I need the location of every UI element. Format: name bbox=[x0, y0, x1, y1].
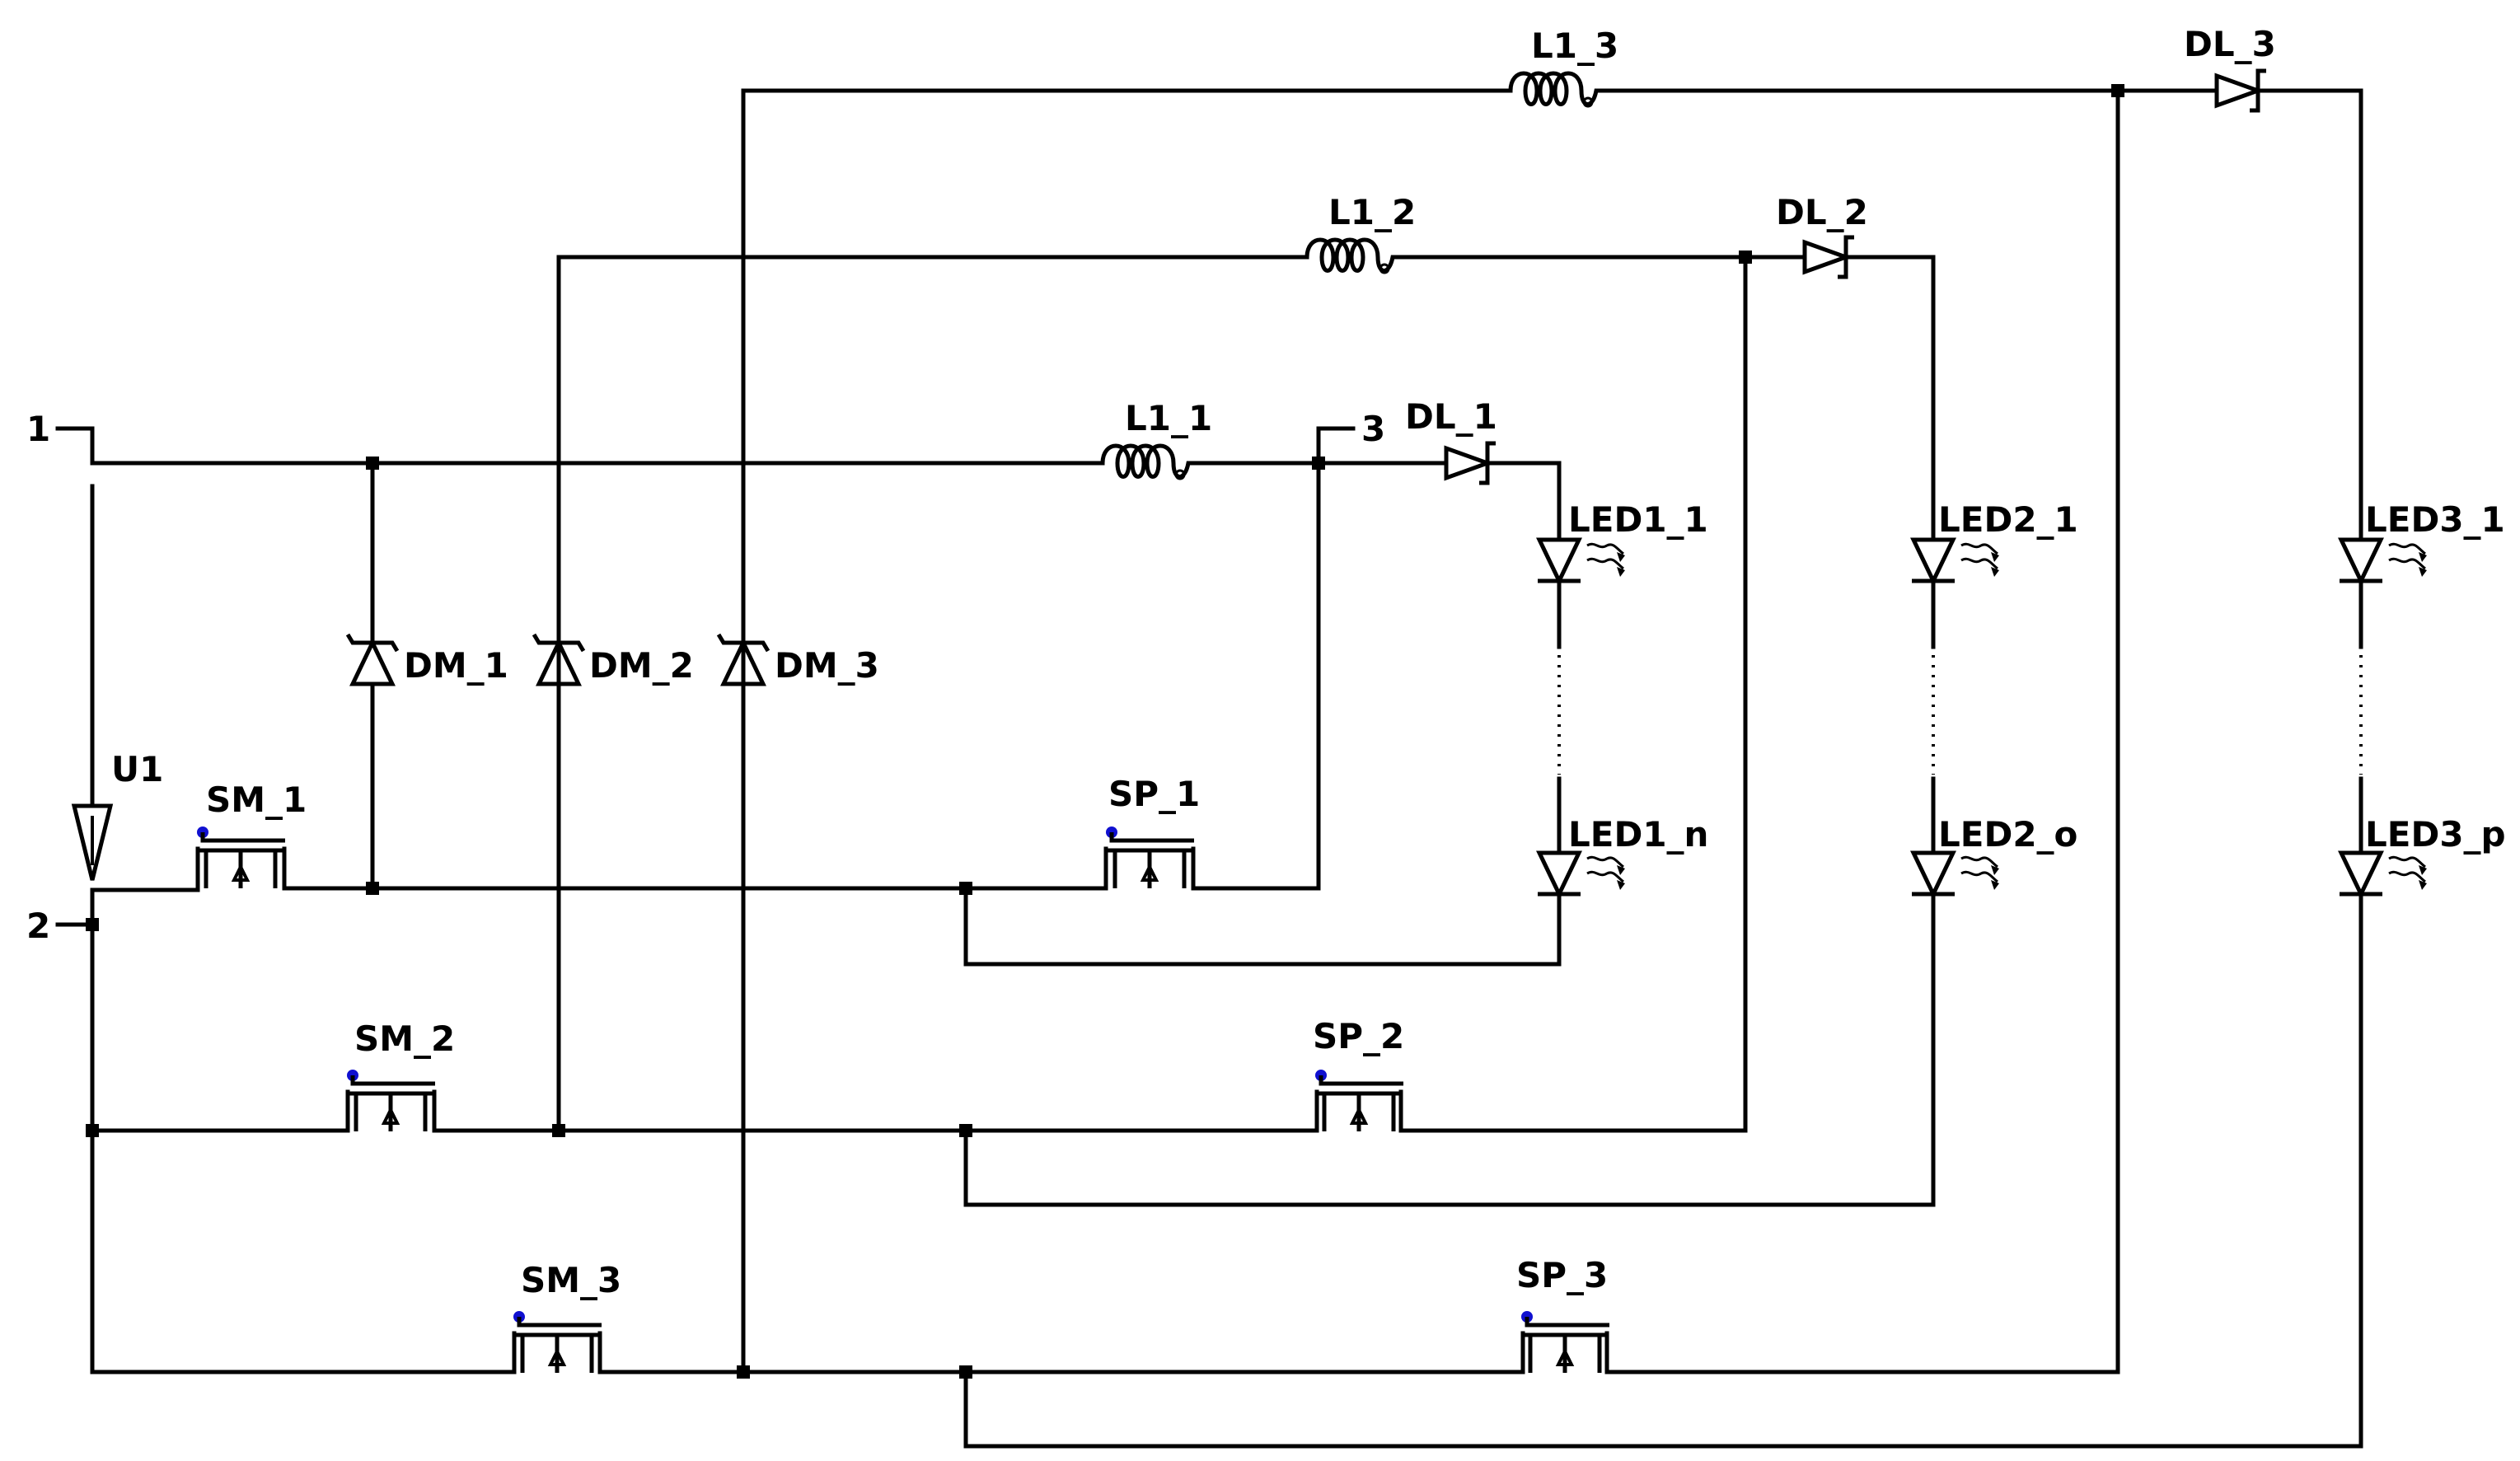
label-SM_3: SM_3 bbox=[521, 1260, 621, 1300]
label-SM_1: SM_1 bbox=[206, 780, 307, 820]
label-SP_1: SP_1 bbox=[1108, 774, 1200, 814]
label-DM_2: DM_2 bbox=[589, 645, 694, 686]
junction bbox=[959, 1124, 972, 1137]
label-DL_2: DL_2 bbox=[1776, 192, 1868, 232]
junctions bbox=[86, 84, 2124, 1379]
label-DM_1: DM_1 bbox=[404, 645, 508, 686]
node-label-1: 1 bbox=[26, 409, 50, 449]
junction bbox=[2111, 84, 2124, 97]
label-L1_2: L1_2 bbox=[1328, 192, 1416, 232]
current-source-icon bbox=[71, 803, 114, 881]
junction bbox=[959, 1365, 972, 1379]
wires bbox=[55, 88, 2363, 1449]
label-L1_3: L1_3 bbox=[1531, 26, 1618, 66]
label-DM_3: DM_3 bbox=[775, 645, 879, 686]
junction bbox=[1739, 251, 1752, 264]
label-DL_1: DL_1 bbox=[1405, 396, 1497, 437]
label-LED3_p: LED3_p bbox=[2365, 814, 2506, 855]
label-LED2_1: LED2_1 bbox=[1938, 499, 2078, 540]
junction bbox=[552, 1124, 565, 1137]
label-U1: U1 bbox=[111, 749, 163, 789]
labels: 1 2 3 U1 L1_1 L1_2 L1_3 DL_1 DL_2 DL_3 D… bbox=[26, 24, 2506, 1300]
label-LED1_1: LED1_1 bbox=[1568, 499, 1708, 540]
label-L1_1: L1_1 bbox=[1125, 398, 1212, 438]
label-SP_2: SP_2 bbox=[1313, 1016, 1404, 1056]
junction bbox=[86, 918, 99, 931]
label-SP_3: SP_3 bbox=[1516, 1255, 1608, 1295]
node-label-2: 2 bbox=[26, 906, 50, 946]
junction bbox=[366, 882, 379, 895]
label-LED3_1: LED3_1 bbox=[2365, 499, 2505, 540]
junction bbox=[737, 1365, 750, 1379]
junction bbox=[1312, 457, 1325, 470]
node-label-3: 3 bbox=[1361, 409, 1385, 449]
label-LED2_o: LED2_o bbox=[1938, 814, 2077, 855]
junction bbox=[959, 882, 972, 895]
junction bbox=[366, 457, 379, 470]
label-SM_2: SM_2 bbox=[354, 1018, 455, 1059]
junction bbox=[86, 1124, 99, 1137]
label-DL_3: DL_3 bbox=[2184, 24, 2276, 64]
label-LED1_n: LED1_n bbox=[1568, 814, 1708, 855]
led-string-dots bbox=[1557, 655, 2363, 775]
